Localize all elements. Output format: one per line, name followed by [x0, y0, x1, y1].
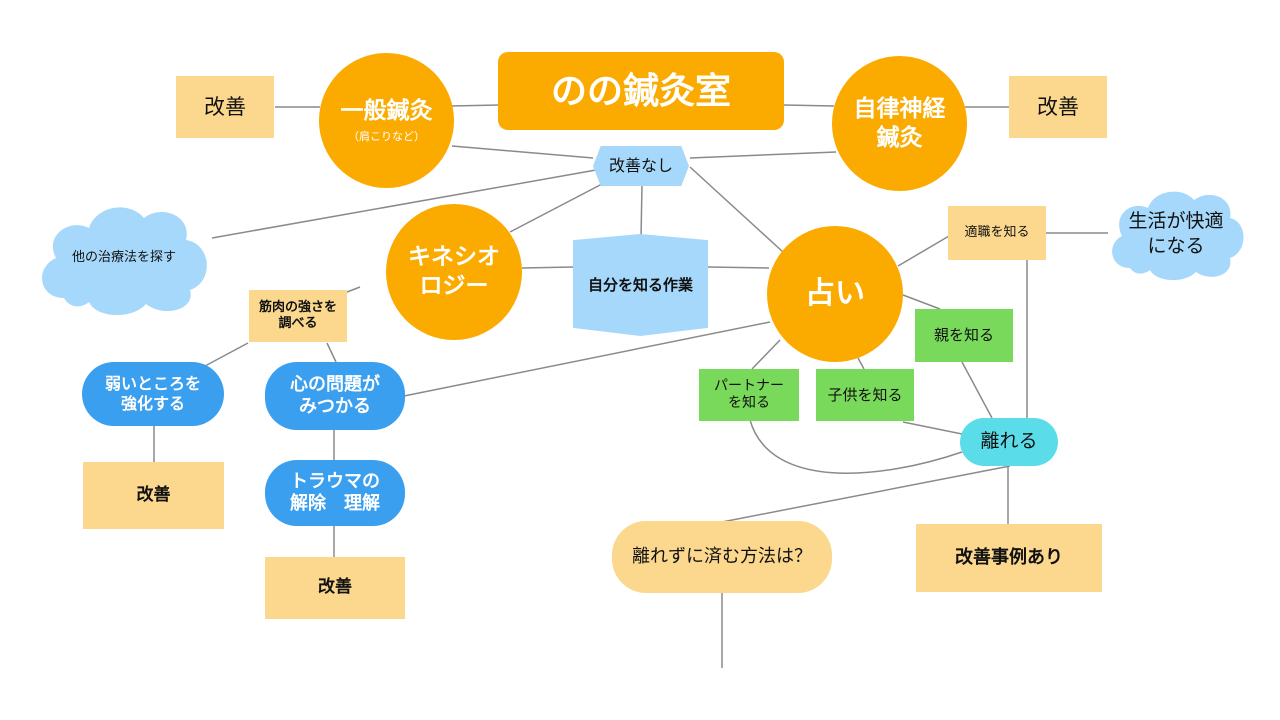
- fortune-label: 占い: [805, 276, 865, 312]
- parents-know-label: 親を知る: [933, 326, 994, 345]
- link: [707, 266, 770, 269]
- improve-weak-box: 改善: [83, 462, 224, 529]
- life-comfortable-label: 生活が快適 になる: [1128, 210, 1224, 257]
- self-knowledge-label: 自分を知る作業: [587, 275, 693, 294]
- title-label: のの鍼灸室: [550, 70, 731, 112]
- life-comfortable-label-wrap: 生活が快適 になる: [1112, 204, 1240, 264]
- weak-strengthen-label: 弱いところを 強化する: [104, 374, 201, 413]
- improvement-cases-box: 改善事例あり: [916, 524, 1102, 592]
- link: [689, 166, 784, 253]
- general-acupuncture-node: 一般鍼灸 （肩こりなど）: [319, 53, 454, 188]
- cloud-life-comfortable: [1112, 191, 1244, 281]
- separate-node: 離れる: [960, 418, 1058, 466]
- autonomic-acupuncture-label: 自律神経 鍼灸: [853, 95, 946, 151]
- link: [902, 421, 963, 435]
- child-know-box: 子供を知る: [816, 369, 914, 421]
- improve-left-box: 改善: [176, 76, 274, 138]
- muscle-check-box: 筋肉の強さを 調べる: [249, 290, 347, 342]
- separate-label: 離れる: [980, 430, 1038, 453]
- link: [902, 294, 941, 310]
- link: [961, 361, 993, 419]
- child-know-label: 子供を知る: [827, 385, 903, 404]
- trauma-node: トラウマの 解除 理解: [265, 460, 405, 526]
- no-improvement-label: 改善なし: [608, 156, 673, 175]
- other-therapy-label-wrap: 他の治療法を探す: [44, 238, 204, 278]
- improve-right-box: 改善: [1009, 76, 1107, 138]
- fortune-node: 占い: [767, 226, 903, 362]
- link: [721, 465, 1011, 523]
- link: [449, 104, 501, 107]
- autonomic-acupuncture-node: 自律神経 鍼灸: [832, 56, 967, 191]
- job-know-box: 適職を知る: [948, 206, 1046, 260]
- self-knowledge-node: 自分を知る作業: [573, 234, 708, 336]
- link: [521, 266, 574, 269]
- partner-know-box: パートナー を知る: [699, 369, 799, 421]
- mind-problem-label: 心の問題が みつかる: [290, 373, 380, 418]
- other-therapy-label: 他の治療法を探す: [71, 249, 176, 265]
- without-separating-label: 離れずに済む方法は？: [632, 545, 812, 567]
- mind-problem-node: 心の問題が みつかる: [265, 362, 405, 430]
- link: [346, 286, 361, 293]
- improvement-cases-label: 改善事例あり: [955, 546, 1063, 568]
- link: [689, 151, 837, 159]
- link: [640, 184, 643, 239]
- kinesiology-node: キネシオ ロジー: [386, 204, 522, 340]
- link: [204, 342, 249, 367]
- link: [857, 357, 865, 370]
- job-know-label: 適職を知る: [964, 224, 1030, 240]
- link: [451, 145, 594, 159]
- partner-know-label: パートナー を知る: [714, 377, 784, 412]
- parents-know-box: 親を知る: [915, 309, 1013, 362]
- link: [326, 342, 337, 363]
- trauma-label: トラウマの 解除 理解: [290, 470, 380, 515]
- link: [211, 169, 597, 239]
- muscle-check-label: 筋肉の強さを 調べる: [258, 299, 337, 331]
- improve-trauma-label: 改善: [318, 577, 352, 598]
- cloud-other-therapy: [42, 207, 207, 316]
- link: [403, 321, 771, 397]
- link: [751, 339, 781, 370]
- improve-left-label: 改善: [204, 94, 246, 119]
- improve-right-label: 改善: [1037, 94, 1079, 119]
- without-separating-node: 離れずに済む方法は？: [612, 521, 832, 593]
- link: [783, 104, 835, 107]
- link: [509, 183, 603, 233]
- improve-trauma-box: 改善: [265, 557, 405, 619]
- weak-strengthen-node: 弱いところを 強化する: [82, 362, 224, 426]
- kinesiology-label: キネシオ ロジー: [408, 244, 500, 299]
- no-improvement-node: 改善なし: [593, 146, 689, 186]
- general-acupuncture-label: 一般鍼灸: [340, 98, 433, 125]
- improve-weak-label: 改善: [136, 484, 171, 505]
- general-acupuncture-sublabel: （肩こりなど）: [348, 130, 425, 143]
- link: [749, 419, 963, 474]
- title-box: のの鍼灸室: [498, 52, 784, 130]
- link: [897, 235, 950, 267]
